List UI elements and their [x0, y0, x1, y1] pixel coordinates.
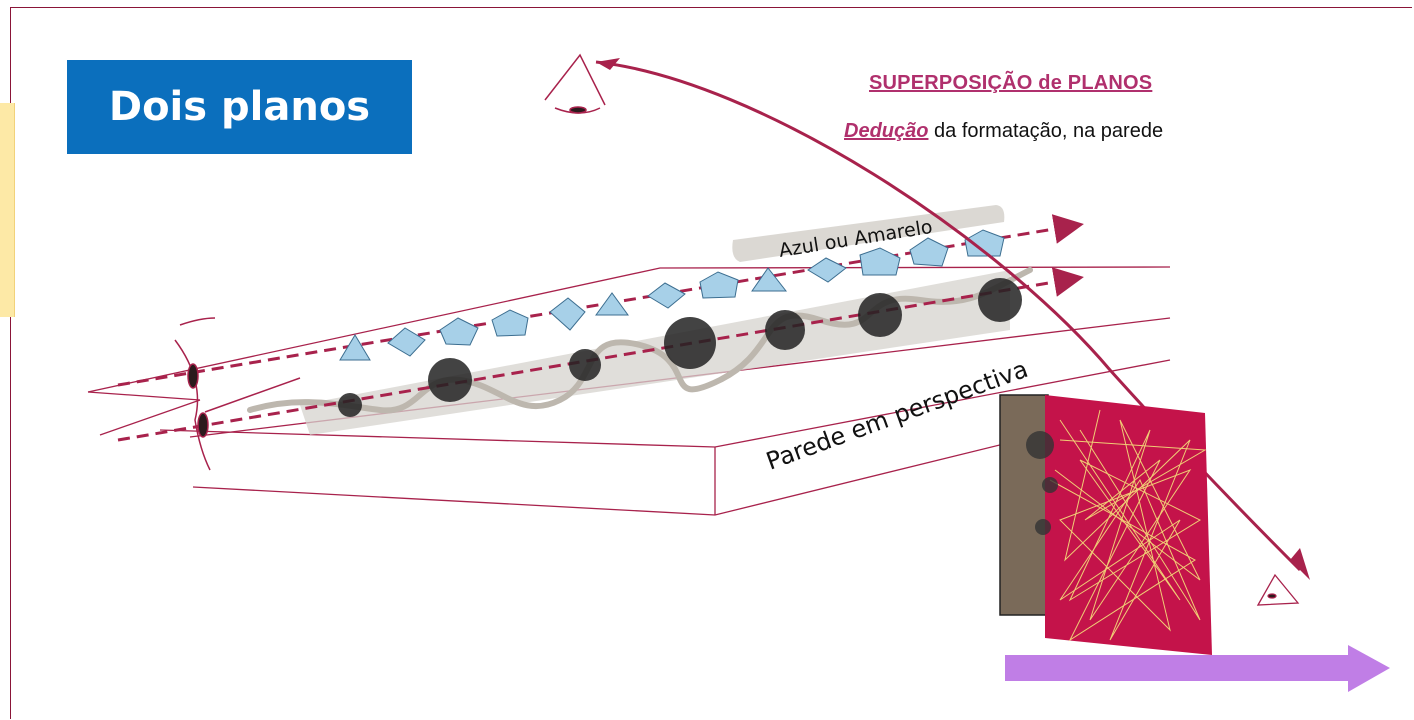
purple-arrow	[1005, 645, 1390, 692]
top-eye-icon	[544, 53, 606, 114]
subheading-emphasis: Dedução	[844, 120, 929, 142]
wall-scribbles	[1049, 409, 1207, 642]
side-tab	[0, 103, 15, 317]
particle-clusters	[338, 278, 1022, 417]
slide-frame	[10, 7, 1412, 719]
upper-band-label-bg	[732, 205, 1005, 262]
diagram-subheading: Dedução da formatação, na parede	[844, 120, 1163, 143]
wall-particles	[1026, 431, 1058, 535]
bottom-eye-icon	[1256, 573, 1300, 606]
slide-title: Dois planos	[67, 60, 412, 154]
wall-panel	[1045, 395, 1212, 655]
upper-band-label: Azul ou Amarelo	[777, 216, 934, 262]
curved-arrow-head	[1290, 548, 1310, 580]
diagram-heading: SUPERPOSIÇÃO de PLANOS	[869, 72, 1153, 94]
wall-label: Parede em perspectiva	[762, 355, 1031, 476]
upper-dashed-line	[117, 214, 1084, 387]
wall-side	[999, 394, 1049, 616]
subheading-rest: da formatação, na parede	[928, 120, 1164, 142]
curved-arrow	[595, 60, 1302, 572]
curved-arrow-tail	[596, 58, 620, 70]
left-eye-icon	[174, 317, 301, 471]
crystal-row	[339, 229, 1005, 361]
